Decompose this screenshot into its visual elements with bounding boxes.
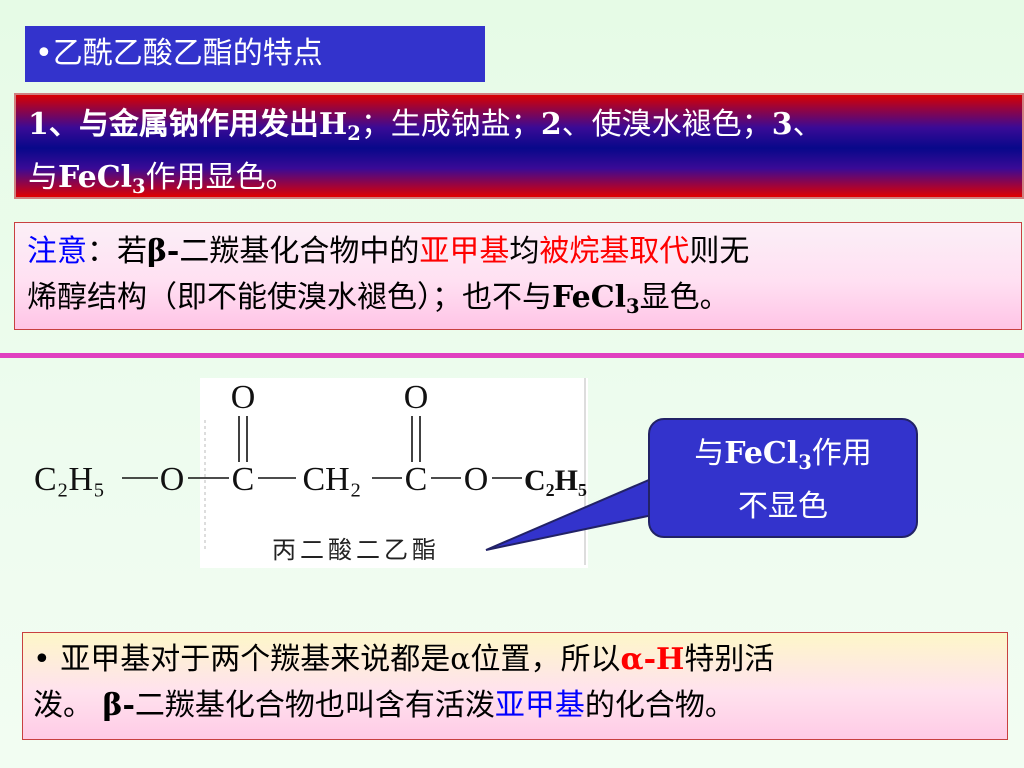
note-methylene: 亚甲基: [419, 234, 510, 269]
note-line-2: 烯醇结构（即不能使溴水褪色）；也不与FeCl3显色。: [27, 275, 1021, 330]
features-part4: 、: [792, 107, 823, 142]
bottom-text1: • 亚甲基对于两个羰基来说都是: [33, 642, 451, 677]
features-h: H: [318, 107, 348, 142]
callout-line1-pre: 与: [694, 436, 725, 471]
bottom-box: • 亚甲基对于两个羰基来说都是α位置，所以α-H特别活 泼。 β-二羰基化合物也…: [22, 632, 1008, 740]
ester-oxygen-right: O: [464, 461, 489, 498]
note-alkylated: 被烷基取代: [539, 234, 690, 269]
bottom-alpha: α: [450, 642, 471, 677]
bottom-beta: β-: [102, 688, 135, 723]
compound-name: 丙二酸二乙酯: [272, 536, 440, 564]
callout-line-1: 与FeCl3作用: [650, 432, 916, 485]
features-part1: 1、与金属钠作用发出: [28, 107, 319, 142]
note-label: 注意: [27, 234, 87, 269]
note-colon-if: ：若: [87, 234, 147, 269]
features-line-2: 与FeCl3作用显色。: [28, 156, 1022, 198]
bottom-line-2: 泼。 β-二羰基化合物也叫含有活泼亚甲基的化合物。: [33, 683, 1007, 729]
features-num2: 2: [540, 107, 562, 142]
features-line2-pre: 与: [28, 159, 58, 195]
features-fecl: FeCl: [58, 159, 133, 195]
ester-oxygen-left: O: [160, 461, 185, 498]
bottom-line2-end: 的化合物。: [584, 688, 735, 723]
bottom-line-1: • 亚甲基对于两个羰基来说都是α位置，所以α-H特别活: [33, 637, 1007, 683]
features-num3: 3: [771, 107, 793, 142]
features-box: 1、与金属钠作用发出H2；生成钠盐；2、使溴水褪色；3、 与FeCl3作用显色。: [14, 93, 1024, 199]
note-line2-end: 显色。: [639, 280, 730, 315]
bottom-alpha-h: α-H: [620, 642, 685, 677]
callout-line-2: 不显色: [738, 488, 828, 524]
features-part2: ；生成钠盐；: [360, 107, 541, 142]
bottom-methylene: 亚甲基: [494, 688, 585, 723]
note-beta: β-: [147, 234, 180, 269]
note-jun: 均: [509, 234, 540, 269]
callout-fecl: FeCl: [724, 436, 799, 471]
note-line-1: 注意：若β-二羰基化合物中的亚甲基均被烷基取代则无: [27, 229, 1021, 275]
ethyl-group-right: C₂H₅: [524, 464, 587, 497]
section-divider: [0, 353, 1024, 358]
diethyl-malonate-structure: O O C₂H₅ O C CH₂ C O C₂H₅ 丙二酸二乙酯: [34, 378, 588, 568]
callout-box: 与FeCl3作用 不显色: [648, 418, 918, 538]
note-line2: 烯醇结构（即不能使溴水褪色）；也不与: [27, 280, 552, 315]
features-line-1: 1、与金属钠作用发出H2；生成钠盐；2、使溴水褪色；3、: [28, 103, 1022, 156]
note-text2: 则无: [689, 234, 750, 269]
slide-title: •乙酰乙酸乙酯的特点: [25, 26, 485, 82]
methylene-group: CH₂: [302, 461, 361, 498]
bottom-line2-pre: 泼。: [33, 688, 103, 723]
bottom-line2-mid: 二羰基化合物也叫含有活泼: [134, 688, 495, 723]
ethyl-group-left: C₂H₅: [34, 461, 105, 498]
features-fecl-sub: 3: [132, 174, 146, 198]
note-box: 注意：若β-二羰基化合物中的亚甲基均被烷基取代则无 烯醇结构（即不能使溴水褪色）…: [14, 222, 1022, 330]
carbonyl-oxygen-left: O: [231, 379, 256, 416]
note-text1: 二羰基化合物中的: [179, 234, 420, 269]
bottom-text3: 特别活: [684, 642, 775, 677]
bottom-text2: 位置，所以: [470, 642, 621, 677]
features-line2-post: 作用显色。: [145, 159, 296, 195]
callout-line1-post: 作用: [811, 436, 872, 471]
carbonyl-carbon-right: C: [405, 461, 428, 498]
note-fecl: FeCl: [552, 280, 627, 315]
carbonyl-oxygen-right: O: [404, 379, 429, 416]
carbonyl-carbon-left: C: [232, 461, 255, 498]
callout-fecl-sub: 3: [798, 450, 812, 474]
features-part3: 、使溴水褪色；: [561, 107, 772, 142]
features-h-sub: 2: [347, 121, 361, 145]
note-fecl-sub: 3: [626, 294, 640, 318]
